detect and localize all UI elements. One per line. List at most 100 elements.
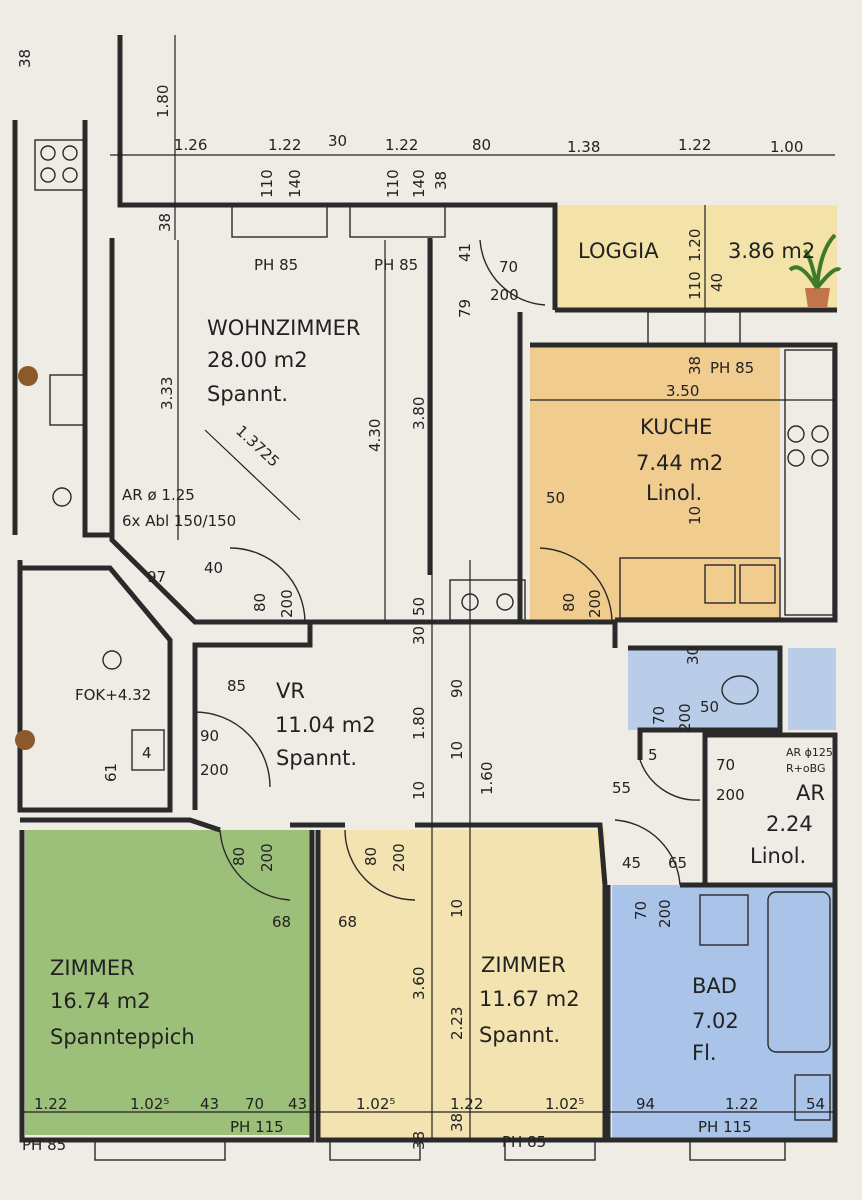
ph-label-3: PH 85: [710, 359, 754, 377]
zimmer-mid-area: 11.67 m2: [479, 987, 580, 1011]
loggia-fill: [555, 205, 837, 310]
wohnzimmer-floor: Spannt.: [207, 382, 288, 406]
vdim-380: 3.80: [410, 397, 428, 430]
toilet: [721, 675, 759, 705]
left-hob-ring-2: [62, 145, 78, 161]
bottom-dim-7: 1.22: [450, 1095, 483, 1113]
hdim-200a: 200: [490, 286, 519, 304]
door-6-w: 70: [632, 901, 650, 920]
ph-label-5: PH 115: [230, 1118, 284, 1136]
ar-floor: Linol.: [750, 844, 806, 868]
door-swing-6: [614, 819, 681, 886]
vdim-120: 1.20: [686, 229, 704, 262]
top-dim-7: 1.22: [678, 136, 711, 154]
door-swing-8: [479, 239, 546, 306]
zimmer-left-floor: Spannteppich: [50, 1025, 195, 1049]
window-1: [231, 204, 328, 238]
bad-fill: [612, 885, 834, 1140]
window-3: [647, 311, 741, 345]
ph-label-6: PH 85: [502, 1133, 546, 1151]
hdim-65: 65: [668, 854, 687, 872]
top-dim-3: 30: [328, 132, 347, 150]
left-basin: [49, 374, 86, 426]
ph-label-7: PH 115: [698, 1118, 752, 1136]
kuche-name: KUCHE: [640, 415, 712, 439]
sink-right: [739, 564, 776, 604]
bad-basin: [794, 1074, 831, 1121]
vdim-223: 2.23: [448, 1007, 466, 1040]
door-swing-2: [539, 547, 613, 623]
window-6: [504, 1139, 596, 1161]
room-labels: WOHNZIMMER 28.00 m2 Spannt. LOGGIA 3.86 …: [50, 239, 833, 1065]
bad-name: BAD: [692, 974, 737, 998]
vdim-110c: 110: [686, 271, 704, 300]
vr-area: 11.04 m2: [275, 713, 376, 737]
left-hob: [34, 139, 86, 191]
door-5-h: 200: [676, 703, 694, 732]
zimmer-left-name: ZIMMER: [50, 956, 135, 980]
loggia-name: LOGGIA: [578, 239, 659, 263]
vdim-10c: 10: [410, 781, 428, 800]
door-4-w: 80: [362, 847, 380, 866]
hdim-85: 85: [227, 677, 246, 695]
hdim-68b: 68: [338, 913, 357, 931]
bathtub: [767, 891, 831, 1053]
hdim-50: 50: [546, 489, 565, 507]
top-dim-8: 1.00: [770, 138, 803, 156]
door-1-h: 200: [278, 589, 296, 618]
top-dim-5: 80: [472, 136, 491, 154]
vdim-61: 61: [102, 763, 120, 782]
bottom-dim-8: 1.02⁵: [545, 1095, 584, 1113]
hdim-68a: 68: [272, 913, 291, 931]
vdim-180b: 1.80: [410, 707, 428, 740]
walls: [12, 35, 838, 1143]
wohnzimmer-name: WOHNZIMMER: [207, 316, 360, 340]
plant-leaves: [788, 233, 842, 290]
horizontal-dimension-labels: 3.50 50 97 40 85 90 55 45 65 68 68 200 7…: [147, 258, 745, 931]
sink-left: [704, 564, 736, 604]
ph-label-1: PH 85: [254, 256, 298, 274]
vent-circle-2: [496, 593, 514, 611]
vdim-430: 4.30: [366, 419, 384, 452]
hdim-55: 55: [612, 779, 631, 797]
vdim-10d: 10: [448, 899, 466, 918]
hdim-70b: 70: [716, 756, 735, 774]
hob-ring-1: [787, 425, 805, 443]
kitchen-counter-side: [784, 349, 834, 616]
door-swing-1: [229, 547, 306, 623]
hob-ring-3: [787, 449, 805, 467]
window-5: [329, 1139, 421, 1161]
hdim-70a: 70: [499, 258, 518, 276]
vdim-38f: 38: [448, 1113, 466, 1132]
hdim-40: 40: [204, 559, 223, 577]
top-dimension-labels: 1.26 1.22 30 1.22 80 1.38 1.22 1.00: [174, 132, 803, 156]
bottom-dim-9: 94: [636, 1095, 655, 1113]
ar-vent-note: AR ø 1.25: [122, 486, 195, 504]
vertical-dimension-labels: 1.80 38 38 110 140 110 140 38 3.33 4.30 …: [16, 49, 726, 1150]
vdim-38d: 38: [686, 356, 704, 375]
door-swing-4: [219, 829, 291, 901]
left-symbol: [52, 487, 72, 507]
vdim-180: 1.80: [154, 85, 172, 118]
bottom-dim-2: 1.02⁵: [130, 1095, 169, 1113]
door-1-w: 80: [251, 593, 269, 612]
hdim-200: 200: [200, 761, 229, 779]
door-5-w: 70: [650, 706, 668, 725]
hdim-200b: 200: [716, 786, 745, 804]
hob-ring-2: [811, 425, 829, 443]
zimmer-mid-name: ZIMMER: [481, 953, 566, 977]
plant-pot: [805, 288, 830, 308]
vdim-333: 3.33: [158, 377, 176, 410]
door-swing-5: [344, 829, 416, 901]
door-3-w: 80: [230, 847, 248, 866]
hob-ring-4: [811, 449, 829, 467]
vr-name: VR: [276, 679, 305, 703]
vent-box: [449, 579, 526, 621]
hdim-97: 97: [147, 568, 166, 586]
kuche-fill: [530, 345, 780, 620]
top-dim-6: 1.38: [567, 138, 600, 156]
door-2-w: 80: [560, 593, 578, 612]
vdim-360: 3.60: [410, 967, 428, 1000]
door-labels: 80 200 80 200 80 200 80 200 70 200 70 20…: [230, 589, 694, 928]
bottom-dim-11: 54: [806, 1095, 825, 1113]
